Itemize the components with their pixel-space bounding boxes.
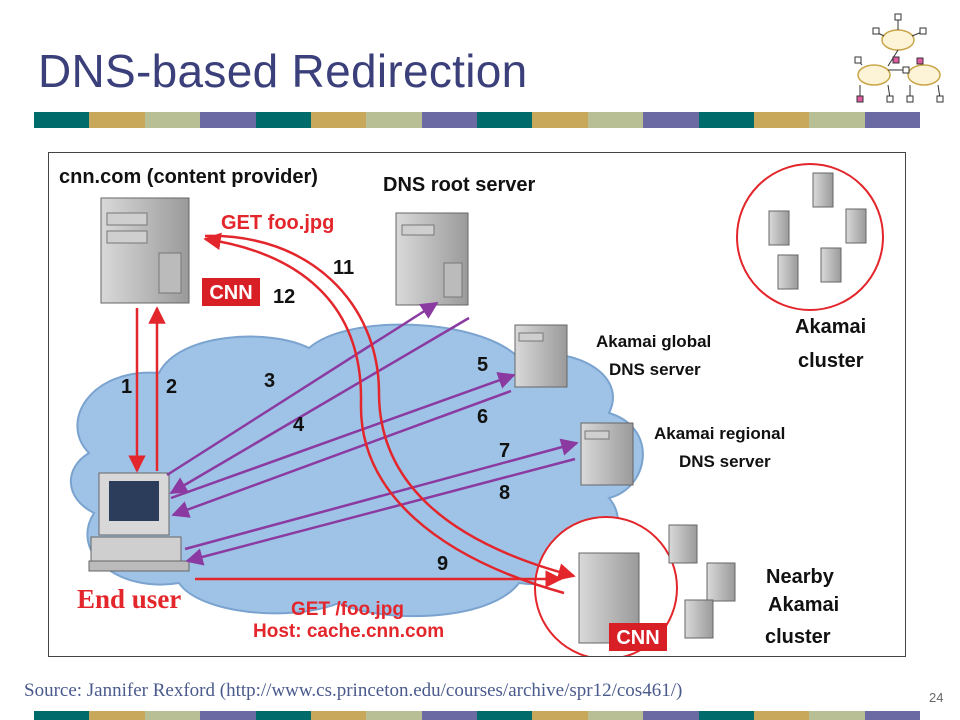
stripe-segment <box>753 112 810 128</box>
arrow-step-12 <box>203 232 565 595</box>
stripe-segment <box>255 711 311 720</box>
nearby-label-1: Nearby <box>766 566 835 588</box>
stripe-segment <box>89 112 145 128</box>
stripe-segment <box>144 112 201 128</box>
cnn-logo-text: CNN <box>209 282 252 304</box>
page-number: 24 <box>929 690 944 705</box>
akamai-cluster-servers <box>768 172 867 290</box>
arrow-step-6 <box>171 389 512 518</box>
step-number: 6 <box>477 406 488 428</box>
slide-title: DNS-based Redirection <box>38 45 528 97</box>
stripe-segment <box>34 112 90 128</box>
dns-root-server-label: DNS root server <box>383 174 535 196</box>
stripe-segment <box>864 711 920 720</box>
internet-cloud <box>69 323 644 618</box>
stripe-segment <box>421 711 477 720</box>
akamai-cluster-circle <box>736 163 884 311</box>
akamai-global-label-1: Akamai global <box>596 332 711 351</box>
akamai-global-label-2: DNS server <box>609 360 701 379</box>
arrow-step-5 <box>170 372 516 500</box>
stripe-segment <box>477 711 533 720</box>
stripe-segment <box>366 711 422 720</box>
stripe-segment <box>200 711 256 720</box>
step-number: 3 <box>264 370 275 392</box>
stripe-segment <box>200 112 256 128</box>
stripe-segment <box>477 112 533 128</box>
cnn-logo-nearby-text: CNN <box>616 627 659 649</box>
step-number: 5 <box>477 354 488 376</box>
akamai-global-dns-server-icon <box>514 324 568 388</box>
step-number: 8 <box>499 482 510 504</box>
stripe-segment <box>366 112 422 128</box>
arrow-step-4 <box>169 316 470 495</box>
content-provider-label: cnn.com (content provider) <box>59 166 318 188</box>
step-number: 7 <box>499 440 510 462</box>
step-number: 9 <box>437 553 448 575</box>
stripe-segment <box>532 112 588 128</box>
end-user-computer-icon <box>88 472 190 572</box>
akamai-regional-label-2: DNS server <box>679 452 771 471</box>
nearby-label-3: cluster <box>765 626 831 648</box>
stripe-segment <box>809 711 865 720</box>
stripe-segment <box>864 112 920 128</box>
cnn-logo: CNN <box>202 278 260 306</box>
stripe-segment <box>587 112 644 128</box>
get-slash-foo-label: GET /foo.jpg <box>291 599 404 620</box>
end-user-label: End user <box>77 584 181 614</box>
akamai-regional-dns-server-icon <box>580 422 634 486</box>
arrow-step-7 <box>184 438 579 551</box>
host-label: Host: cache.cnn.com <box>253 621 444 642</box>
stripe-segment <box>421 112 477 128</box>
step-number: 4 <box>293 414 305 436</box>
step-number: 12 <box>273 286 295 308</box>
arrow-step-8 <box>185 457 576 566</box>
stripe-segment <box>809 112 865 128</box>
decorative-stripe-top <box>34 112 920 128</box>
stripe-segment <box>698 711 754 720</box>
source-citation: Source: Jannifer Rexford (http://www.cs.… <box>24 680 683 701</box>
cnn-logo-nearby: CNN <box>609 623 667 651</box>
dns-redirection-diagram: CNN CNN cnn.com (content provider) DNS r… <box>48 152 906 657</box>
akamai-cluster-label-2: cluster <box>798 350 864 372</box>
network-logo-icon <box>854 13 944 103</box>
stripe-segment <box>255 112 311 128</box>
step-number: 2 <box>166 376 177 398</box>
stripe-segment <box>698 112 754 128</box>
stripe-segment <box>310 711 367 720</box>
stripe-segment <box>532 711 588 720</box>
stripe-segment <box>587 711 644 720</box>
stripe-segment <box>643 112 699 128</box>
arrow-step-11 <box>204 234 576 581</box>
stripe-segment <box>753 711 810 720</box>
stripe-segment <box>643 711 699 720</box>
akamai-regional-label-1: Akamai regional <box>654 424 785 443</box>
akamai-cluster-label-1: Akamai <box>795 316 866 338</box>
dns-root-server-icon <box>395 212 469 306</box>
stripe-segment <box>89 711 145 720</box>
arrow-step-3 <box>166 301 439 477</box>
content-provider-server-icon <box>100 197 190 304</box>
stripe-segment <box>144 711 201 720</box>
stripe-segment <box>34 711 90 720</box>
step-number: 11 <box>333 257 354 279</box>
nearby-label-2: Akamai <box>768 594 839 616</box>
stripe-segment <box>310 112 367 128</box>
step-number: 1 <box>121 376 132 398</box>
decorative-stripe-bottom <box>34 711 920 720</box>
get-foo-label: GET foo.jpg <box>221 212 334 234</box>
